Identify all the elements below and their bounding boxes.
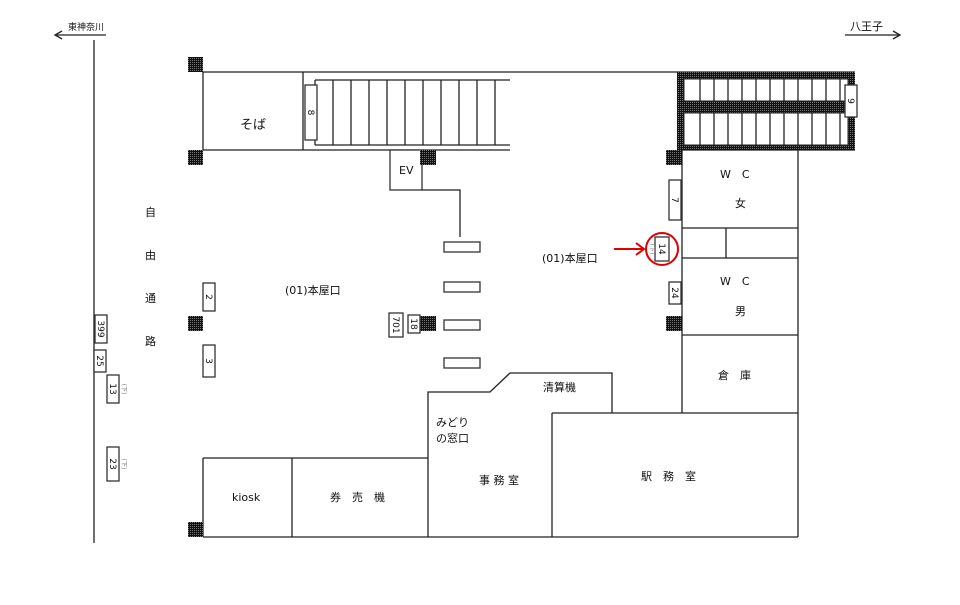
office-label: 事 務 室 [479,473,519,487]
direction-right-arrow: 八王子 [845,20,902,40]
pillars [188,57,682,537]
elevator-label: EV [399,164,414,177]
marker-9: 9 [844,84,858,118]
marker-label: 13 [107,383,117,394]
escalator-right [677,72,855,150]
exit-label-right: (01)本屋口 [542,251,598,265]
marker-2: 2 [202,282,216,312]
midori-label-1: みどり [436,416,469,429]
marker-label: 25 [94,355,104,366]
svg-text:由: 由 [145,248,156,262]
marker-label: 23 [107,458,117,469]
storage-label: 倉 庫 [718,368,751,382]
marker-label: 3 [203,358,213,364]
kiosk-label: kiosk [232,491,261,504]
building-walls [202,71,855,538]
marker-14: 14 [654,236,670,262]
marker-label: 18 [408,318,418,330]
direction-left-label: 東神奈川 [68,21,104,33]
ticket-machine-label: 券 売 機 [330,490,385,504]
marker-label: 2 [203,294,213,300]
wc-male-sub: 男 [735,305,746,318]
marker-23: 23 [106,446,120,482]
marker-18: 18 [407,314,421,334]
down-direction-note: (下) [648,244,655,255]
marker-label: 14 [656,243,666,255]
marker-701: 701 [388,312,404,338]
marker-8: 8 [304,84,318,141]
guide-line [422,189,461,237]
wc-male-label: W C [720,275,750,288]
elevator [389,149,423,191]
marker-13: 13 [106,374,120,404]
direction-left-arrow: 東神奈川 [53,21,106,40]
marker-24: 24 [668,281,682,305]
svg-text:通: 通 [145,292,156,305]
marker-label: 24 [669,287,679,299]
marker-label: 9 [845,98,855,104]
wc-female-label: W C [720,168,750,181]
highlight-circle [645,232,679,266]
highlight-marker-14[interactable] [614,232,679,266]
down-direction-note: (下) [120,459,127,470]
svg-text:自: 自 [145,206,156,219]
marker-label: 701 [390,316,400,333]
marker-399: 399 [94,314,108,344]
station-office-label: 駅 務 室 [641,469,696,483]
midori-label-2: の窓口 [436,431,469,445]
marker-3: 3 [202,344,216,378]
soba-label: そば [240,118,266,133]
wc-female-sub: 女 [735,196,746,210]
marker-label: 8 [305,110,315,116]
fare-adjust-label: 清算機 [543,380,576,394]
free-corridor-label: 自 由 通 路 [145,206,156,348]
ticket-gates [443,241,481,369]
direction-right-label: 八王子 [850,20,883,33]
stairs-left [314,79,510,146]
marker-7: 7 [668,179,682,221]
svg-text:路: 路 [145,335,156,348]
exit-label-left: (01)本屋口 [285,283,341,297]
down-direction-note: (下) [120,384,127,395]
marker-label: 399 [95,320,105,337]
marker-25: 25 [93,349,107,373]
marker-label: 7 [669,197,679,203]
